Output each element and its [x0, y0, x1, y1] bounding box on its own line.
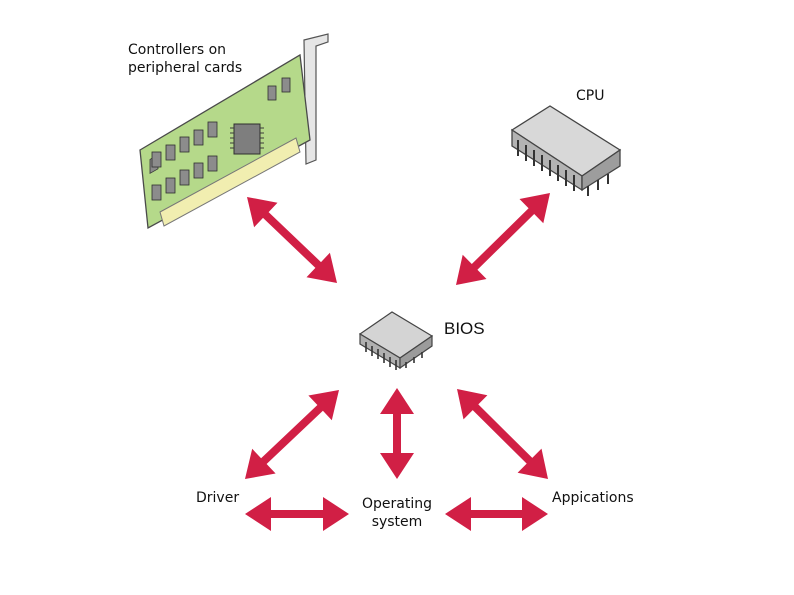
cpu-label: CPU: [576, 88, 605, 104]
arrow-driver-os: [245, 497, 349, 531]
expansion-card-icon: [139, 33, 329, 230]
controllers-label: Controllers on peripheral cards: [128, 42, 243, 76]
arrow-bios-os: [380, 388, 414, 479]
arrow-cpu-bios: [456, 193, 550, 285]
cpu-chip-icon: [510, 105, 622, 196]
operating-system-label: Operating system: [362, 496, 432, 530]
arrow-bios-driver: [245, 390, 339, 479]
bios-label: BIOS: [444, 319, 485, 338]
arrow-os-applications: [445, 497, 548, 531]
arrow-bios-applications: [457, 389, 548, 479]
driver-label: Driver: [196, 490, 240, 506]
applications-label: Appications: [552, 490, 634, 506]
bios-chip-icon: [358, 311, 434, 370]
arrow-card-bios: [247, 197, 337, 283]
